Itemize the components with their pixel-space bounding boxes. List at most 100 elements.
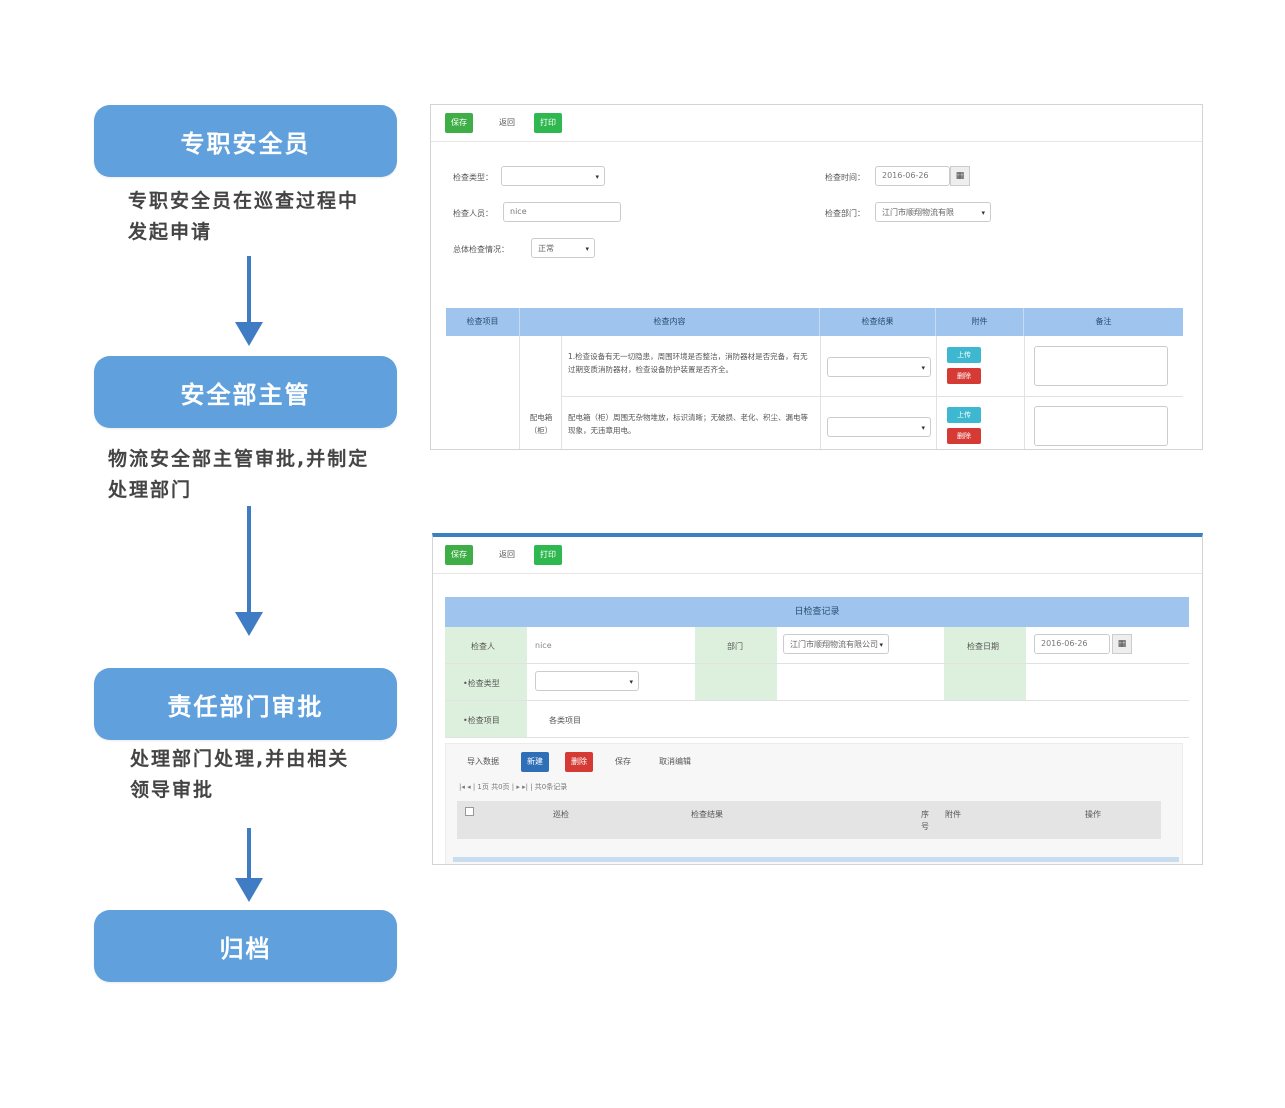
caret-down-icon: ▾ bbox=[921, 364, 925, 372]
step-title: 专职安全员 bbox=[180, 129, 311, 158]
cancel-edit-button[interactable]: 取消编辑 bbox=[659, 757, 691, 766]
inspector-label: 检查人 bbox=[471, 642, 495, 651]
item-label: •检查项目 bbox=[463, 716, 500, 725]
screenshot-daily-record: 保存 返回 打印 日检查记录 检查人 nice 部门 江门市顺翔物流有限公司▾ … bbox=[432, 533, 1203, 865]
table-cell: 配电箱（柜） bbox=[529, 413, 553, 435]
step-title: 归档 bbox=[219, 934, 272, 963]
type-select[interactable]: ▾ bbox=[535, 671, 639, 691]
check-type-select[interactable]: ▾ bbox=[501, 166, 605, 186]
grid-column-header: 检查结果 bbox=[691, 810, 723, 819]
label-cell bbox=[695, 627, 777, 663]
arrow-down-icon bbox=[232, 506, 266, 638]
overall-select[interactable]: 正常▾ bbox=[531, 238, 595, 258]
grid-column-header: 序号 bbox=[921, 810, 929, 831]
check-time-label: 检查时间： bbox=[825, 173, 865, 182]
column-header: 备注 bbox=[1095, 317, 1112, 326]
check-time-input[interactable]: 2016-06-26 bbox=[875, 166, 950, 186]
select-all-checkbox[interactable] bbox=[465, 807, 474, 816]
check-type-label: 检查类型： bbox=[453, 173, 493, 182]
table-header: 检查项目 检查内容 检查结果 附件 备注 bbox=[446, 308, 1183, 336]
table-title: 日检查记录 bbox=[445, 597, 1189, 627]
grid-line bbox=[1024, 336, 1025, 449]
delete-button[interactable]: 删除 bbox=[947, 428, 981, 444]
pager[interactable]: |◂ ◂ | 1页 共0页 | ▸ ▸| | 共0条记录 bbox=[459, 783, 568, 791]
column-header: 检查结果 bbox=[820, 308, 936, 336]
grid-column-header: 巡检 bbox=[553, 810, 569, 819]
check-dept-label: 检查部门： bbox=[825, 209, 865, 218]
caret-down-icon: ▾ bbox=[981, 209, 985, 217]
dept-label: 部门 bbox=[727, 642, 743, 651]
desc-line: 领导审批 bbox=[130, 779, 215, 801]
date-label: 检查日期 bbox=[967, 642, 999, 651]
desc-line: 处理部门 bbox=[108, 479, 193, 501]
caret-down-icon: ▾ bbox=[595, 173, 599, 181]
calendar-icon[interactable]: ▦ bbox=[950, 166, 970, 186]
back-button[interactable]: 返回 bbox=[499, 550, 515, 559]
desc-line: 专职安全员在巡查过程中 bbox=[128, 190, 360, 212]
screenshot-inspection-form: 保存 返回 打印 检查类型： ▾ 检查时间： 2016-06-26 ▦ 检查人员… bbox=[430, 104, 1203, 450]
new-button[interactable]: 新建 bbox=[521, 752, 549, 772]
inspector-label: 检查人员： bbox=[453, 209, 493, 218]
label-cell bbox=[445, 664, 527, 700]
step-title: 安全部主管 bbox=[180, 380, 311, 409]
toolbar-divider bbox=[431, 141, 1202, 142]
column-header: 检查内容 bbox=[520, 308, 820, 336]
arrow-down-icon bbox=[232, 256, 266, 348]
step-description: 物流安全部主管审批,并制定 处理部门 bbox=[108, 444, 369, 506]
upload-button[interactable]: 上传 bbox=[947, 347, 981, 363]
step-specialist: 专职安全员 bbox=[94, 105, 397, 177]
step-description: 专职安全员在巡查过程中 发起申请 bbox=[128, 186, 359, 248]
step-title: 责任部门审批 bbox=[167, 692, 324, 721]
remark-textarea[interactable] bbox=[1034, 346, 1168, 386]
desc-line: 处理部门处理,并由相关 bbox=[130, 748, 350, 770]
select-value: 江门市顺翔物流有限 bbox=[882, 208, 954, 217]
type-label: •检查类型 bbox=[463, 679, 500, 688]
inspector-value: nice bbox=[535, 641, 552, 650]
caret-down-icon: ▾ bbox=[921, 424, 925, 432]
result-select[interactable]: ▾ bbox=[827, 417, 931, 437]
label-cell bbox=[445, 701, 527, 737]
item-value: 各类项目 bbox=[549, 716, 581, 725]
caret-down-icon: ▾ bbox=[879, 641, 883, 649]
grid-column-header: 操作 bbox=[1085, 810, 1101, 819]
print-button[interactable]: 打印 bbox=[534, 545, 562, 565]
back-button[interactable]: 返回 bbox=[499, 118, 515, 127]
grid-line bbox=[820, 336, 821, 449]
result-select[interactable]: ▾ bbox=[827, 357, 931, 377]
select-value: 正常 bbox=[538, 244, 554, 253]
inspector-input[interactable]: nice bbox=[503, 202, 621, 222]
save-button[interactable]: 保存 bbox=[445, 113, 473, 133]
label-cell bbox=[944, 627, 1026, 663]
step-safety-manager: 安全部主管 bbox=[94, 356, 397, 428]
overall-label: 总体检查情况： bbox=[453, 245, 509, 254]
upload-button[interactable]: 上传 bbox=[947, 407, 981, 423]
grid-column-header: 附件 bbox=[945, 810, 961, 819]
toolbar-divider bbox=[433, 573, 1202, 574]
select-value: 江门市顺翔物流有限公司 bbox=[790, 640, 878, 649]
label-cell bbox=[695, 664, 777, 700]
step-description: 处理部门处理,并由相关 领导审批 bbox=[130, 744, 349, 806]
dept-select[interactable]: 江门市顺翔物流有限公司▾ bbox=[783, 634, 889, 654]
print-button[interactable]: 打印 bbox=[534, 113, 562, 133]
import-button[interactable]: 导入数据 bbox=[467, 757, 499, 766]
label-cell bbox=[944, 664, 1026, 700]
column-header: 附件 bbox=[936, 308, 1024, 336]
arrow-down-icon bbox=[232, 828, 266, 904]
check-dept-select[interactable]: 江门市顺翔物流有限 ▾ bbox=[875, 202, 991, 222]
remark-textarea[interactable] bbox=[1034, 406, 1168, 446]
grid-line bbox=[445, 663, 1189, 664]
save-button[interactable]: 保存 bbox=[445, 545, 473, 565]
grid-line bbox=[561, 336, 562, 449]
delete-button[interactable]: 删除 bbox=[947, 368, 981, 384]
step-archive: 归档 bbox=[94, 910, 397, 982]
grid-save-button[interactable]: 保存 bbox=[615, 757, 631, 766]
horizontal-scrollbar[interactable] bbox=[453, 857, 1179, 862]
desc-line: 物流安全部主管审批,并制定 bbox=[108, 448, 370, 470]
grid-line bbox=[561, 396, 1183, 397]
date-input[interactable]: 2016-06-26 bbox=[1034, 634, 1110, 654]
calendar-icon[interactable]: ▦ bbox=[1112, 634, 1132, 654]
grid-line bbox=[519, 336, 520, 449]
delete-button[interactable]: 删除 bbox=[565, 752, 593, 772]
label-cell bbox=[445, 627, 527, 663]
column-header: 检查项目 bbox=[446, 308, 520, 336]
